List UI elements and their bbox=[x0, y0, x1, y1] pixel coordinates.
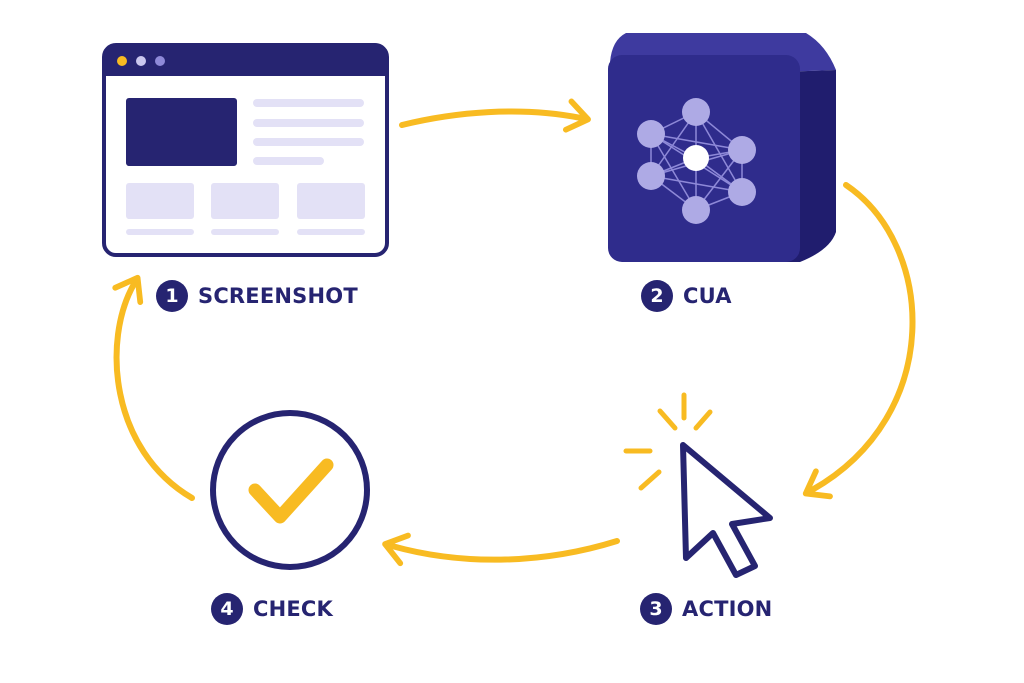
arrow-screenshot-to-cua bbox=[399, 98, 591, 133]
network-core-node bbox=[683, 145, 709, 171]
browser-window-icon bbox=[102, 43, 389, 257]
arrow-check-to-screenshot bbox=[112, 274, 195, 501]
window-dot-yellow bbox=[117, 56, 127, 66]
step-title: SCREENSHOT bbox=[198, 284, 358, 308]
click-burst bbox=[623, 392, 713, 491]
network-node bbox=[682, 98, 710, 126]
step-label-action: 3 ACTION bbox=[640, 591, 772, 627]
step-label-cua: 2 CUA bbox=[641, 278, 732, 314]
step-number-badge: 4 bbox=[211, 593, 243, 625]
step-title: CUA bbox=[683, 284, 732, 308]
neural-network-cube-icon bbox=[608, 33, 836, 262]
network-node bbox=[682, 196, 710, 224]
checkmark bbox=[248, 458, 334, 524]
cursor-arrow bbox=[680, 442, 773, 578]
step-number-badge: 2 bbox=[641, 280, 673, 312]
step-number-badge: 1 bbox=[156, 280, 188, 312]
arrow-cua-to-action bbox=[802, 182, 916, 500]
step-number-badge: 3 bbox=[640, 593, 672, 625]
network-node bbox=[637, 120, 665, 148]
step-label-screenshot: 1 SCREENSHOT bbox=[156, 278, 358, 314]
window-dot-light bbox=[136, 56, 146, 66]
window-dot-mid bbox=[155, 56, 165, 66]
mouse-cursor-click-icon bbox=[623, 392, 773, 578]
arrow-action-to-check bbox=[382, 532, 620, 567]
step-title: ACTION bbox=[682, 597, 773, 621]
network-node bbox=[728, 136, 756, 164]
step-label-check: 4 CHECK bbox=[211, 591, 333, 627]
window-hero-block bbox=[126, 98, 237, 166]
network-node bbox=[728, 178, 756, 206]
network-node bbox=[637, 162, 665, 190]
step-title: CHECK bbox=[253, 597, 334, 621]
checkmark-circle-icon bbox=[210, 410, 370, 570]
